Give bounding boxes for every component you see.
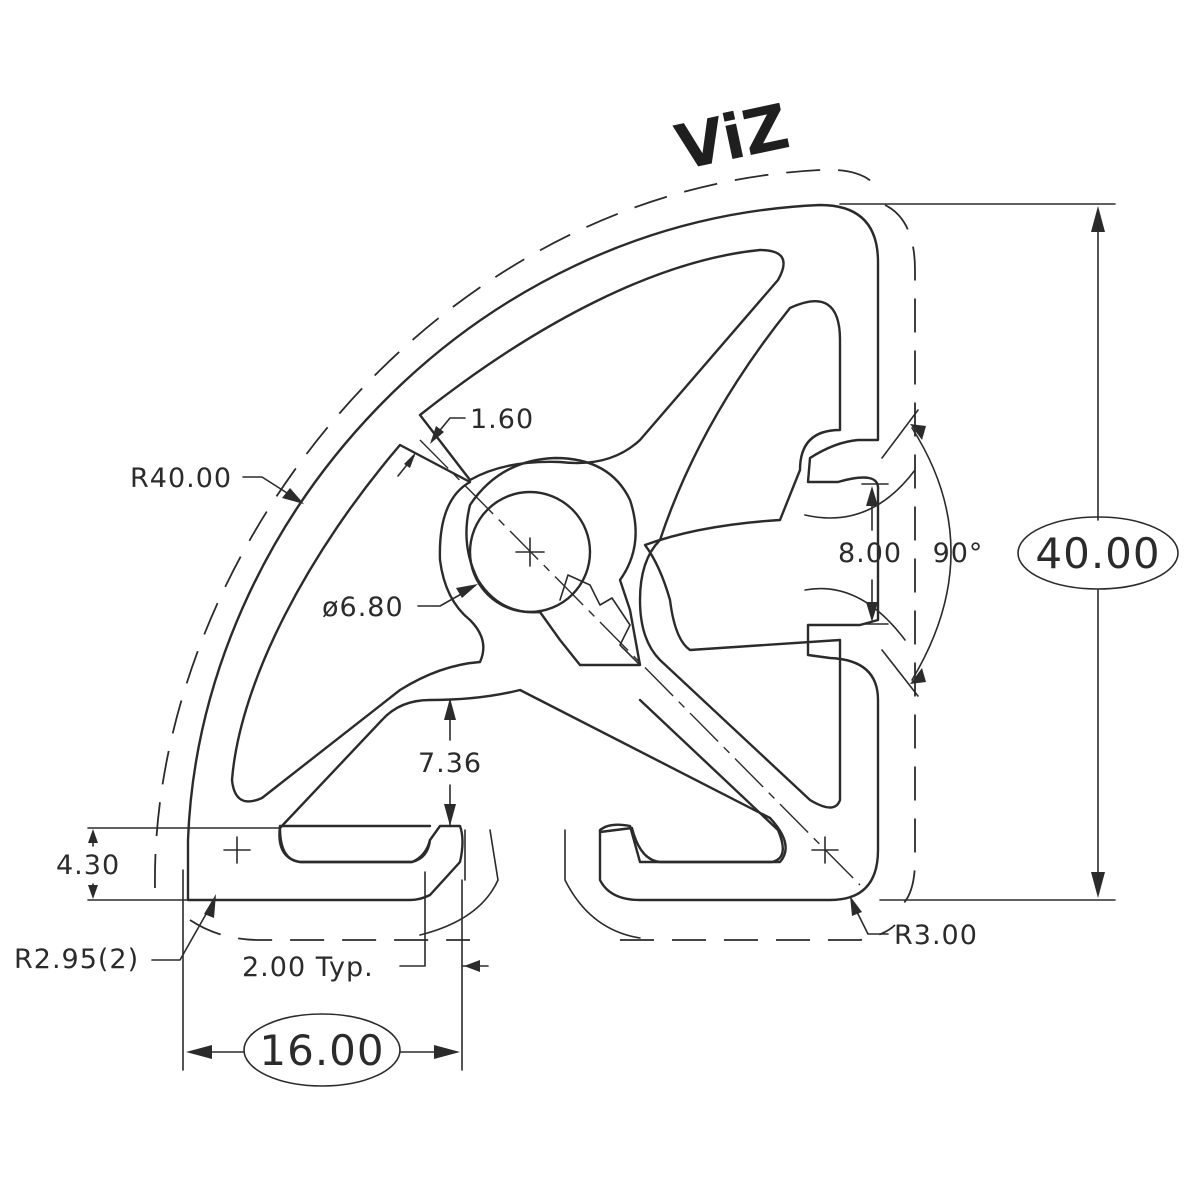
width-arrow-left: [186, 1045, 212, 1059]
slot-groove-top: [804, 469, 916, 519]
slot-depth-label: 7.36: [418, 748, 482, 779]
slot-opening-arrow-top: [866, 486, 878, 506]
corner-radius-arrow: [204, 894, 216, 918]
angle-leader-top: [881, 409, 919, 459]
right-cavity: [638, 300, 842, 809]
width-label: 16.00: [259, 1026, 384, 1075]
outer-radius-arrow: [282, 488, 304, 504]
width-balloon: [243, 1013, 401, 1087]
outer-envelope-dashed: [154, 168, 876, 889]
bore-key: [559, 574, 641, 666]
height-dimension-lines: [839, 203, 1116, 901]
typical-wall-leader: [399, 871, 426, 967]
height-label: 40.00: [1035, 529, 1160, 578]
height-arrow-bottom: [1091, 872, 1105, 898]
slot-depth-arrow-top: [444, 698, 456, 720]
angle-leader-bottom: [881, 649, 919, 697]
wall-arrow: [430, 426, 444, 444]
width-arrow-right: [434, 1045, 460, 1059]
bottom-left-groove: [419, 829, 499, 936]
bottom-left-slot: [278, 824, 432, 864]
outer-radius-label: R40.00: [130, 463, 232, 494]
slot-groove-bottom: [804, 587, 906, 641]
height-balloon: [1017, 516, 1179, 590]
center-mark-right: [811, 836, 839, 864]
corner-height-arrow-top: [88, 829, 98, 843]
corner-height-label: 4.30: [56, 850, 120, 881]
angle-label: 90°: [933, 538, 984, 569]
typical-wall-label: 2.00 Typ.: [242, 952, 374, 983]
slot-opening-label: 8.00: [838, 538, 902, 569]
height-arrow-top: [1091, 206, 1105, 232]
angle-arrow-top: [910, 424, 926, 440]
central-boss: [465, 456, 642, 667]
center-mark-main: [515, 537, 545, 567]
bottom-right-slot: [598, 698, 784, 864]
corner-height-arrow-bottom: [88, 885, 98, 899]
center-bore: [468, 490, 592, 614]
corner-radius-leader: [151, 899, 215, 961]
bottom-envelope-dashed: [189, 919, 896, 941]
diagonal-centerline: [419, 439, 861, 886]
angle-arc: [911, 427, 952, 681]
corner-radius-label: R2.95(2): [14, 944, 139, 975]
center-mark-left: [223, 836, 251, 864]
small-radius-arrow: [850, 896, 862, 916]
typical-wall-arrow: [464, 960, 480, 972]
slot-opening-arrow-bottom: [866, 602, 878, 622]
angle-arrow-bottom: [910, 668, 926, 684]
small-radius-label: R3.00: [894, 920, 978, 951]
bottom-right-groove: [564, 829, 641, 939]
slot-depth-arrow-bottom: [444, 804, 456, 826]
wall-label: 1.60: [470, 404, 534, 435]
outer-radius-leader: [242, 476, 299, 501]
left-cavity: [230, 443, 485, 803]
bore-label: ø6.80: [322, 592, 404, 623]
bore-arrow: [456, 584, 478, 598]
upper-cavity: [418, 248, 785, 482]
logo-text: ViZ: [669, 90, 795, 185]
wall-arrow-2: [404, 452, 416, 468]
